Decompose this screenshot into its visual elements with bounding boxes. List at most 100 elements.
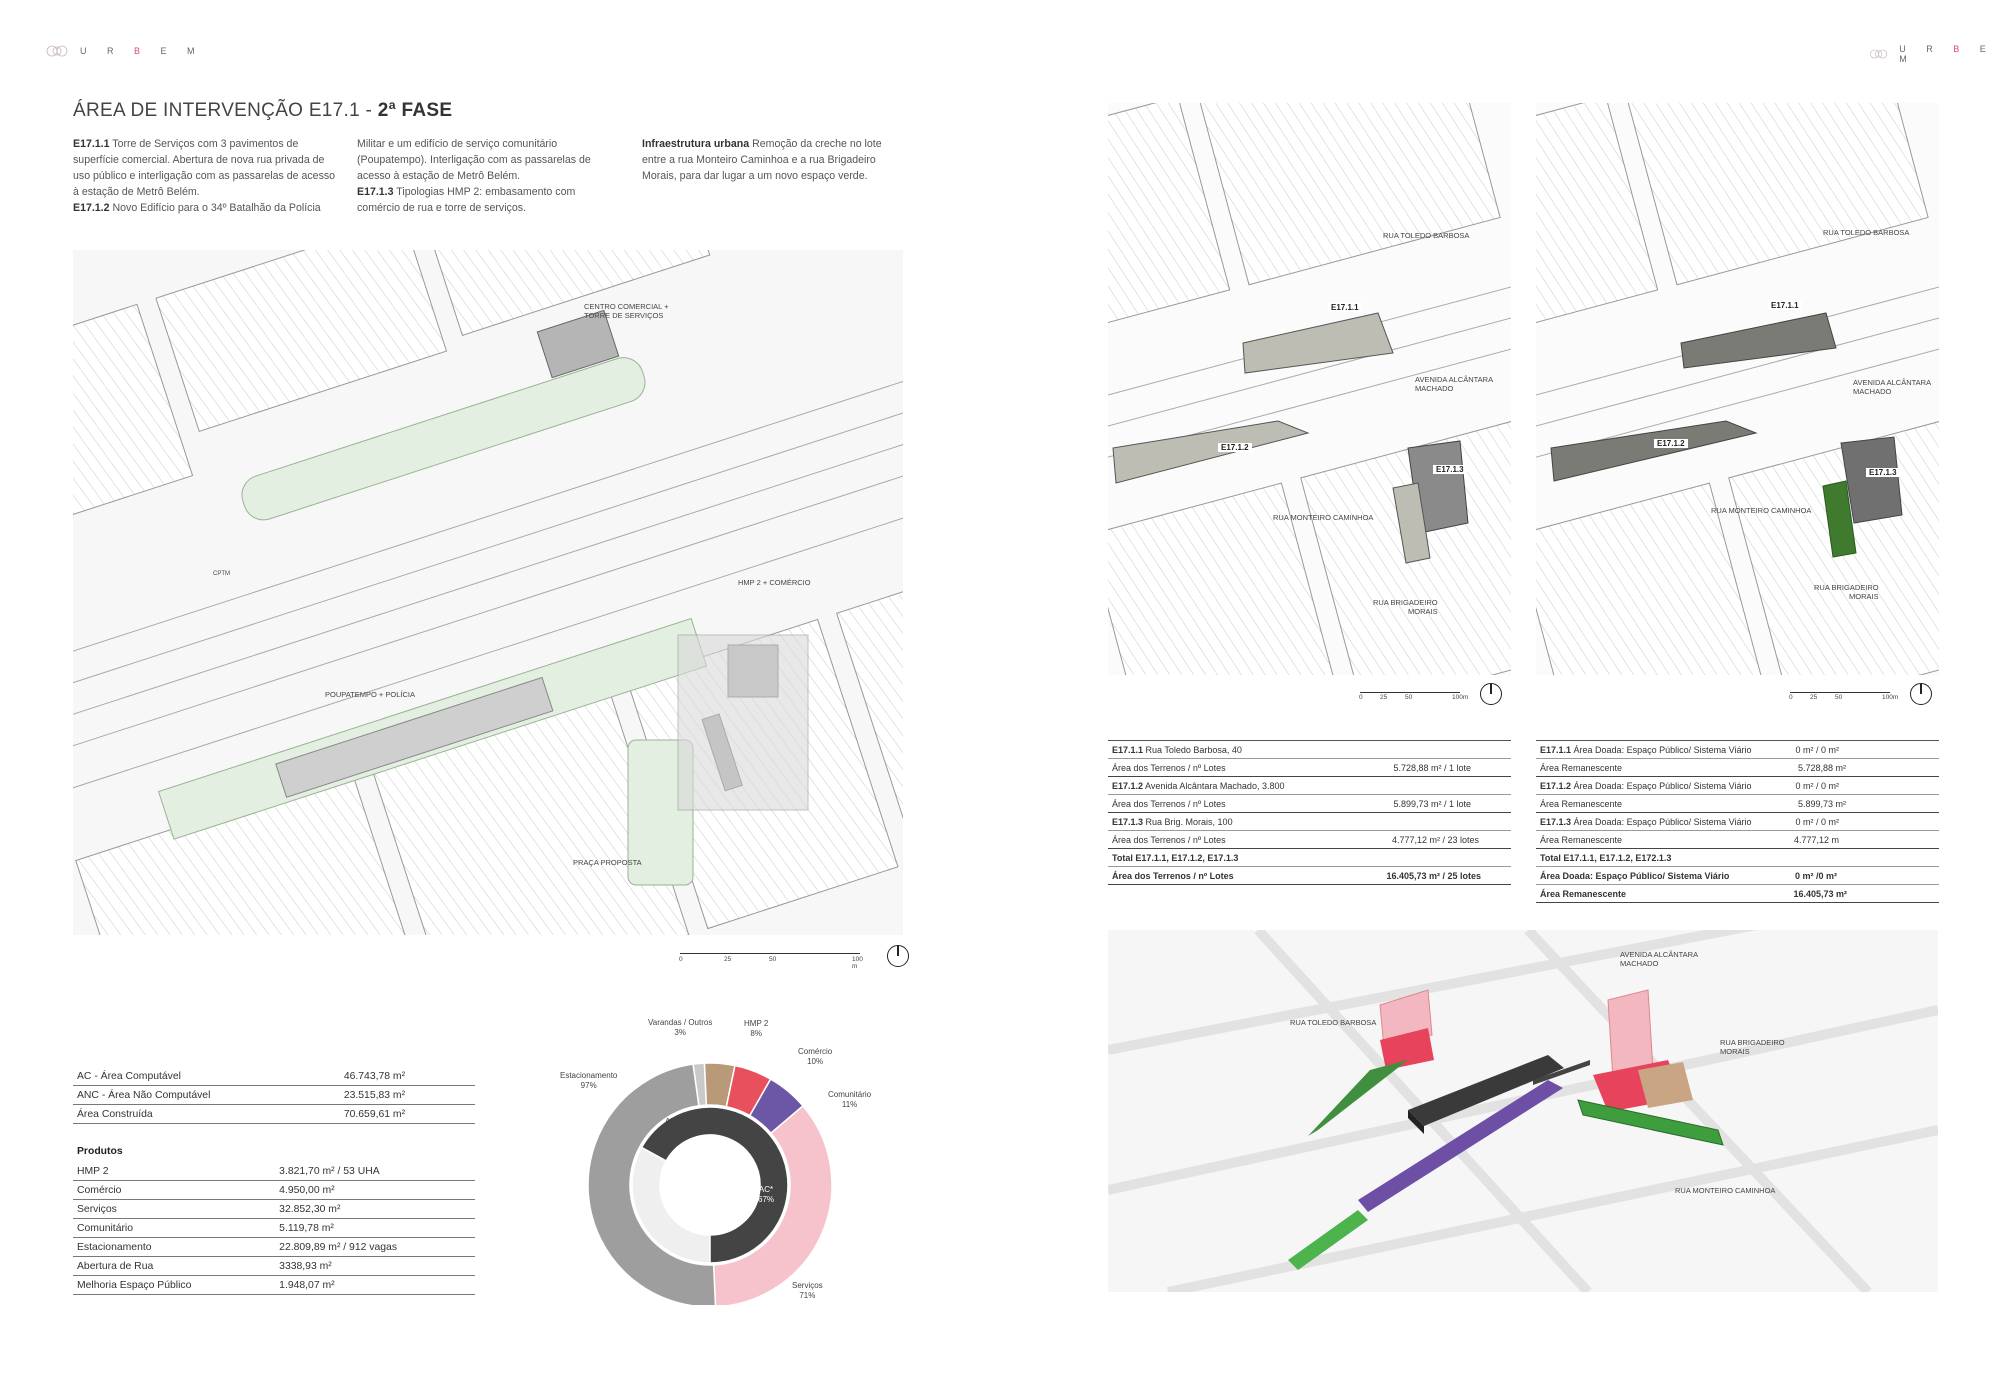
scale-100: 100 m bbox=[852, 956, 863, 970]
text-column-2: Militar e um edifício de serviço comunit… bbox=[357, 138, 591, 214]
label-alcantara: AVENIDA ALCÂNTARA MACHADO bbox=[1853, 378, 1932, 396]
label-hmp: HMP 2 + COMÉRCIO bbox=[738, 578, 811, 587]
label-toledo: RUA TOLEDO BARBOSA bbox=[1823, 228, 1910, 237]
scale-0: 0 bbox=[679, 956, 683, 963]
produtos-heading: Produtos bbox=[77, 1146, 123, 1157]
brand-name: U R B E M bbox=[1899, 44, 1995, 64]
label-monteiro: RUA MONTEIRO CAMINHOA bbox=[1675, 1186, 1776, 1195]
label-brigadeiro: RUA BRIGADEIRO MORAIS bbox=[1373, 598, 1438, 616]
scale-0: 0 bbox=[1789, 694, 1793, 701]
scale-25: 25 bbox=[1810, 694, 1818, 701]
donut-slice-estacionamento bbox=[587, 1063, 717, 1308]
table-row: Área Doada: Espaço Público/ Sistema Viár… bbox=[1536, 867, 1939, 885]
table-row: E17.1.2 Avenida Alcântara Machado, 3.800 bbox=[1108, 777, 1511, 795]
brand-logo-left: U R B E M bbox=[44, 44, 204, 58]
donut-svg bbox=[587, 1062, 833, 1308]
isometric-drawing bbox=[1108, 930, 1938, 1292]
text-column-3: Infraestrutura urbana Remoção da creche … bbox=[642, 138, 882, 182]
table-row: E17.1.3 Área Doada: Espaço Público/ Sist… bbox=[1536, 813, 1939, 831]
table-row: Total E17.1.1, E17.1.2, E172.1.3 bbox=[1536, 849, 1939, 867]
scale-100: 100m bbox=[1452, 694, 1469, 701]
scale-0: 0 bbox=[1359, 694, 1363, 701]
scale-25: 25 bbox=[1380, 694, 1388, 701]
label-anc: ANC*33% bbox=[665, 1117, 686, 1136]
scale-50: 50 bbox=[1405, 694, 1413, 701]
lots-table: E17.1.1 Rua Toledo Barbosa, 40 Área dos … bbox=[1108, 740, 1511, 885]
lots-map-2-drawing bbox=[1536, 103, 1939, 675]
label-monteiro: RUA MONTEIRO CAMINHOA bbox=[1711, 506, 1812, 515]
label-centro-comercial: CENTRO COMERCIAL + TORRE DE SERVIÇOS bbox=[584, 302, 669, 320]
page-title: ÁREA DE INTERVENÇÃO E17.1 - 2ª FASE bbox=[73, 100, 453, 121]
tag-e1713: E17.1.3 bbox=[1433, 465, 1467, 474]
north-arrow-icon bbox=[1910, 683, 1932, 705]
lots-map-2: E17.1.1 E17.1.2 E17.1.3 RUA TOLEDO BARBO… bbox=[1536, 103, 1939, 675]
table-row: E17.1.1 Área Doada: Espaço Público/ Sist… bbox=[1536, 741, 1939, 759]
table-row: E17.1.3 Rua Brig. Morais, 100 bbox=[1108, 813, 1511, 831]
tag-e1713: E17.1.3 bbox=[1866, 468, 1900, 477]
brand-name: U R B E M bbox=[80, 46, 204, 56]
north-arrow-icon bbox=[1480, 683, 1502, 705]
scale-bar: 0 25 50 100m bbox=[1359, 690, 1470, 702]
label-cptm: CPTM bbox=[213, 571, 230, 577]
isometric-diagram: RUA TOLEDO BARBOSA AVENIDA ALCÂNTARA MAC… bbox=[1108, 930, 1938, 1292]
scale-line bbox=[1790, 692, 1890, 693]
scale-line bbox=[1360, 692, 1460, 693]
tag-e1711: E17.1.1 bbox=[1328, 303, 1362, 312]
label-brigadeiro: RUA BRIGADEIRO MORAIS bbox=[1814, 583, 1879, 601]
table-row: E17.1.2 Área Doada: Espaço Público/ Sist… bbox=[1536, 777, 1939, 795]
label-toledo: RUA TOLEDO BARBOSA bbox=[1290, 1018, 1377, 1027]
tag-e1711: E17.1.1 bbox=[1768, 301, 1802, 310]
scale-bar: 0 25 50 100m bbox=[1789, 690, 1900, 702]
label-praca: PRAÇA PROPOSTA bbox=[573, 858, 642, 867]
scale-100: 100m bbox=[1882, 694, 1899, 701]
logo-mark-icon bbox=[1870, 49, 1888, 59]
label-alcantara: AVENIDA ALCÂNTARA MACHADO bbox=[1415, 375, 1494, 393]
label-ac: AC*67% bbox=[758, 1185, 775, 1204]
label-monteiro: RUA MONTEIRO CAMINHOA bbox=[1273, 513, 1374, 522]
donation-table: E17.1.1 Área Doada: Espaço Público/ Sist… bbox=[1536, 740, 1939, 903]
lots-map-1: E17.1.1 E17.1.2 E17.1.3 RUA TOLEDO BARBO… bbox=[1108, 103, 1511, 675]
label-alcantara: AVENIDA ALCÂNTARA MACHADO bbox=[1620, 950, 1699, 968]
tag-e1712: E17.1.2 bbox=[1654, 439, 1688, 448]
lots-map-1-drawing bbox=[1108, 103, 1511, 675]
north-arrow-icon bbox=[887, 945, 909, 967]
scale-bar: 0 25 50 100 m bbox=[679, 950, 870, 970]
label-brigadeiro: RUA BRIGADEIRO MORAIS bbox=[1720, 1038, 1785, 1056]
label-toledo: RUA TOLEDO BARBOSA bbox=[1383, 231, 1470, 240]
text-column-1: E17.1.1 Torre de Serviços com 3 paviment… bbox=[73, 138, 336, 214]
scale-50: 50 bbox=[1835, 694, 1843, 701]
brand-logo-right: U R B E M bbox=[1868, 44, 2000, 64]
tag-e1712: E17.1.2 bbox=[1218, 443, 1252, 452]
scale-25: 25 bbox=[724, 956, 732, 963]
table-row: Total E17.1.1, E17.1.2, E17.1.3 bbox=[1108, 849, 1511, 867]
scale-line bbox=[680, 953, 860, 954]
site-plan-drawing bbox=[73, 250, 903, 935]
label-poupatempo: POUPATEMPO + POLÍCIA bbox=[325, 690, 415, 699]
